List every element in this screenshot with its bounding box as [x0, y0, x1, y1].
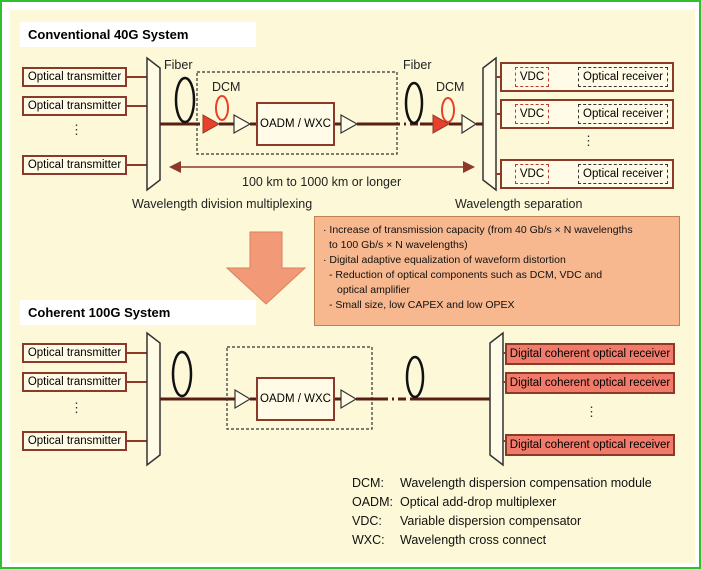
ellipsis: ⋮	[70, 400, 83, 415]
top-system-title: Conventional 40G System	[20, 22, 256, 47]
legend-row: WXC: Wavelength cross connect	[352, 531, 652, 550]
amplifier-icon	[340, 388, 358, 410]
optical-transmitter: Optical transmitter	[22, 372, 127, 392]
dcm-label: DCM	[212, 80, 241, 94]
vdc-box: VDC	[515, 104, 549, 124]
legend-value: Wavelength dispersion compensation modul…	[400, 476, 652, 490]
transition-arrow	[225, 231, 307, 305]
ellipsis: ⋮	[585, 404, 598, 419]
optical-transmitter: Optical transmitter	[22, 155, 127, 175]
legend-key: DCM:	[352, 476, 384, 490]
fiber-label: Fiber	[164, 58, 193, 72]
amplifier-red-icon	[202, 114, 221, 134]
ellipsis: ⋮	[582, 133, 595, 148]
note-line: - Reduction of optical components such a…	[329, 269, 603, 281]
amplifier-icon	[233, 113, 252, 135]
vdc-box: VDC	[515, 67, 549, 87]
optical-receiver-box: Optical receiver	[578, 164, 668, 184]
amplifier-red-icon	[432, 114, 451, 134]
note-line: · Digital adaptive equalization of wavef…	[323, 254, 566, 266]
wdm-mux-bottom	[146, 331, 161, 467]
amplifier-icon	[461, 113, 478, 135]
note-line: to 100 Gb/s × N wavelengths)	[329, 239, 468, 251]
dcm-coil-icon	[215, 95, 229, 121]
distance-label: 100 km to 1000 km or longer	[242, 175, 402, 189]
wdm-label: Wavelength division multiplexing	[132, 197, 313, 211]
legend: DCM: Wavelength dispersion compensation m…	[352, 474, 652, 550]
digital-coherent-receiver: Digital coherent optical receiver	[505, 434, 675, 456]
note-line: - Small size, low CAPEX and low OPEX	[329, 299, 515, 311]
wdm-mux-top	[146, 56, 161, 192]
optical-transmitter: Optical transmitter	[22, 431, 127, 451]
amplifier-icon	[234, 388, 252, 410]
dcm-coil-icon	[441, 97, 455, 123]
optical-transmitter: Optical transmitter	[22, 67, 127, 87]
legend-key: OADM:	[352, 495, 393, 509]
fiber-coil-icon	[171, 350, 193, 398]
note-line: · Increase of transmission capacity (fro…	[323, 224, 633, 236]
legend-row: OADM: Optical add-drop multiplexer	[352, 493, 652, 512]
wdm-demux-bottom	[489, 331, 504, 467]
bottom-system-title: Coherent 100G System	[20, 300, 256, 325]
oadm-section-box	[226, 346, 373, 430]
vdc-box: VDC	[515, 164, 549, 184]
optical-receiver-box: Optical receiver	[578, 104, 668, 124]
optical-transmitter: Optical transmitter	[22, 96, 127, 116]
optical-receiver-box: Optical receiver	[578, 67, 668, 87]
improvements-note: · Increase of transmission capacity (fro…	[314, 216, 680, 326]
legend-row: VDC: Variable dispersion compensator	[352, 512, 652, 531]
wdm-demux-top	[482, 56, 497, 192]
wavelength-separation-label: Wavelength separation	[455, 197, 583, 211]
fiber-label: Fiber	[403, 58, 432, 72]
ellipsis: ⋮	[70, 122, 83, 137]
oadm-wxc-box: OADM / WXC	[256, 377, 335, 421]
amplifier-icon	[340, 113, 359, 135]
legend-row: DCM: Wavelength dispersion compensation m…	[352, 474, 652, 493]
legend-value: Variable dispersion compensator	[400, 514, 582, 528]
legend-value: Optical add-drop multiplexer	[400, 495, 557, 509]
legend-value: Wavelength cross connect	[400, 533, 547, 547]
optical-transmitter: Optical transmitter	[22, 343, 127, 363]
fiber-coil-icon	[404, 81, 424, 125]
legend-key: VDC:	[352, 514, 382, 528]
dcm-label: DCM	[436, 80, 465, 94]
digital-coherent-receiver: Digital coherent optical receiver	[505, 343, 675, 365]
digital-coherent-receiver: Digital coherent optical receiver	[505, 372, 675, 394]
note-line: optical amplifier	[337, 284, 410, 296]
legend-key: WXC:	[352, 533, 385, 547]
dcm-section-box	[196, 71, 398, 155]
fiber-coil-icon	[174, 76, 196, 124]
fiber-coil-icon	[405, 355, 425, 399]
oadm-wxc-box: OADM / WXC	[256, 102, 335, 146]
